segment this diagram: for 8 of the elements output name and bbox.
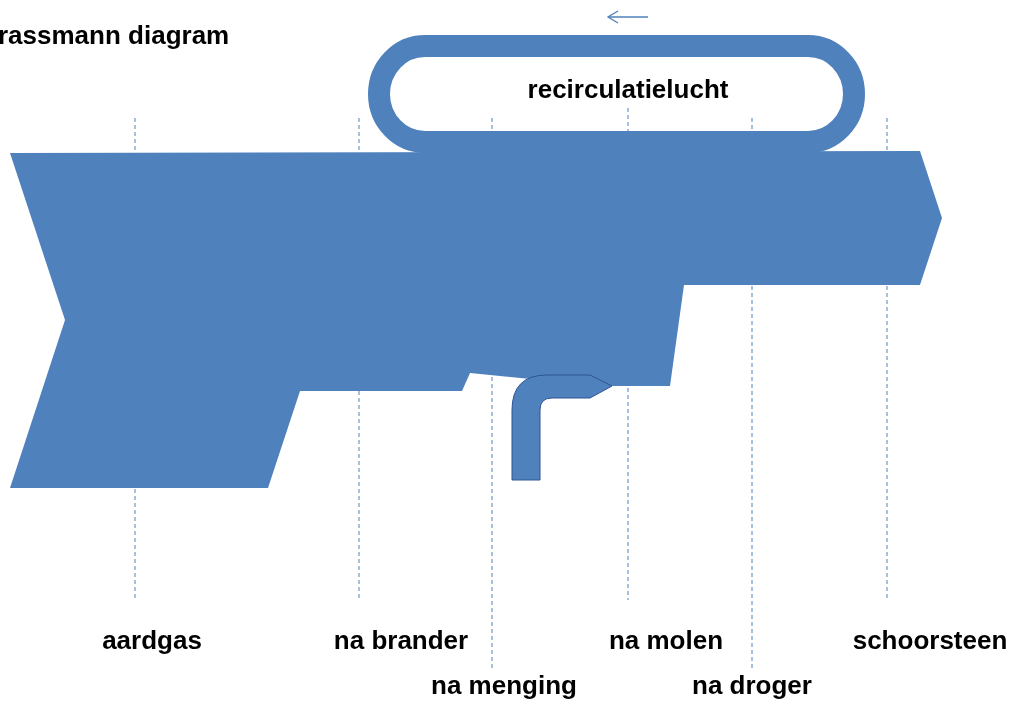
stage-label: na droger [692,670,812,701]
stage-label: schoorsteen [852,625,1008,656]
diagram-title: rassmann diagram [0,20,230,51]
stage-label: aardgas [102,625,202,656]
flow-label: recirculatielucht [527,74,729,105]
stage-label: na menging [431,670,577,701]
stage-label: na brander [333,625,469,656]
stage-label: na molen [608,625,724,656]
